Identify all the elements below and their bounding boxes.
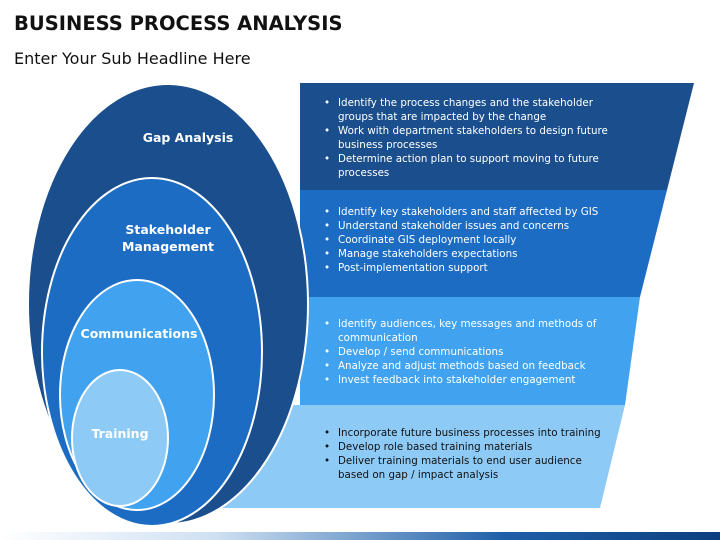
bullet-item: Understand stakeholder issues and concer… bbox=[324, 219, 624, 233]
bullet-item: Identify audiences, key messages and met… bbox=[324, 317, 609, 345]
bullets-stakeholder-management: Identify key stakeholders and staff affe… bbox=[324, 205, 624, 275]
bullets-training: Incorporate future business processes in… bbox=[324, 426, 609, 482]
bullet-item: Incorporate future business processes in… bbox=[324, 426, 609, 440]
page-subtitle: Enter Your Sub Headline Here bbox=[14, 49, 251, 68]
label-gap-analysis: Gap Analysis bbox=[142, 130, 234, 145]
page-title: BUSINESS PROCESS ANALYSIS bbox=[14, 12, 343, 35]
bullet-item: Identify the process changes and the sta… bbox=[324, 96, 609, 124]
bullet-item: Develop / send communications bbox=[324, 345, 609, 359]
bullet-item: Manage stakeholders expectations bbox=[324, 247, 624, 261]
bullet-item: Identify key stakeholders and staff affe… bbox=[324, 205, 624, 219]
bullet-item: Analyze and adjust methods based on feed… bbox=[324, 359, 609, 373]
footer-gradient-bar bbox=[0, 532, 720, 540]
label-training: Training bbox=[91, 426, 149, 441]
ellipse-training bbox=[71, 369, 169, 507]
bullet-item: Invest feedback into stakeholder engagem… bbox=[324, 373, 609, 387]
label-communications: Communications bbox=[80, 326, 198, 341]
bullet-item: Determine action plan to support moving … bbox=[324, 152, 609, 180]
bullet-item: Coordinate GIS deployment locally bbox=[324, 233, 624, 247]
label-stakeholder-management: Stakeholder Management bbox=[121, 222, 214, 254]
bullet-item: Work with department stakeholders to des… bbox=[324, 124, 609, 152]
bullet-item: Develop role based training materials bbox=[324, 440, 609, 454]
bullet-item: Post-implementation support bbox=[324, 261, 624, 275]
bullet-item: Deliver training materials to end user a… bbox=[324, 454, 609, 482]
bullets-gap-analysis: Identify the process changes and the sta… bbox=[324, 96, 609, 180]
bullets-communications: Identify audiences, key messages and met… bbox=[324, 317, 609, 387]
